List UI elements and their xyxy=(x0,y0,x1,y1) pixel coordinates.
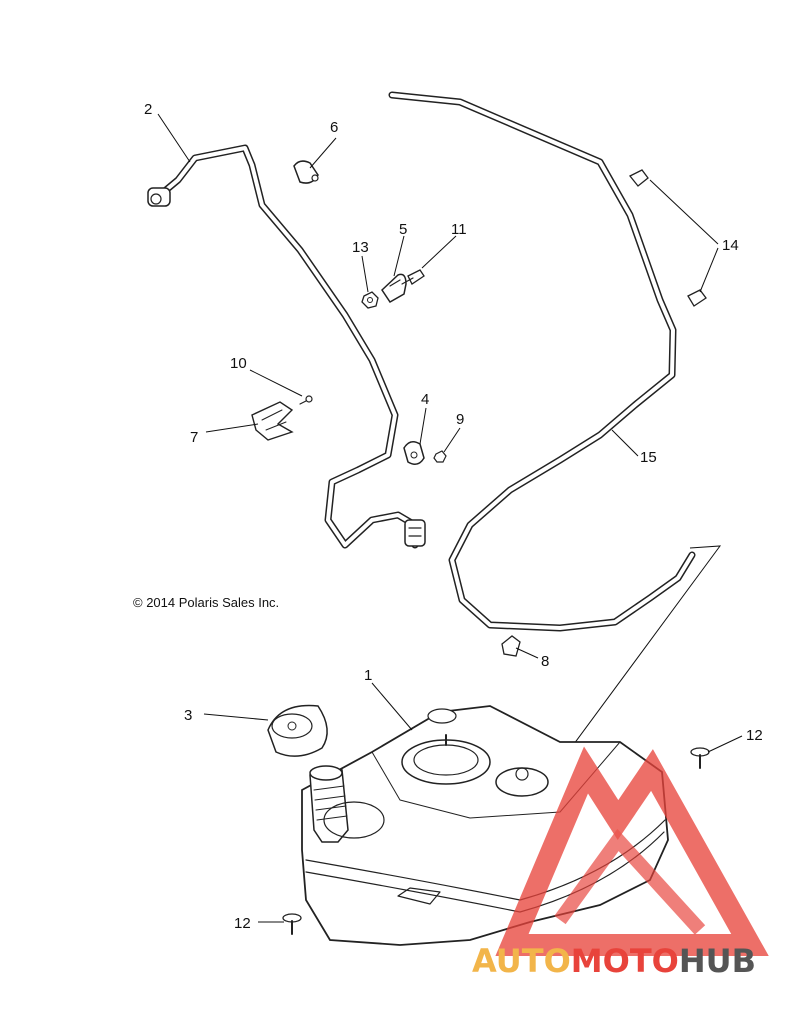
part-2-fuel-line xyxy=(156,144,419,549)
part-5-p-clamp xyxy=(381,273,407,303)
callout-15: 15 xyxy=(640,449,657,466)
callout-5: 5 xyxy=(399,221,407,238)
part-10-screw xyxy=(299,395,313,405)
watermark-part-moto: MOTO xyxy=(571,942,679,980)
watermark-text: AUTOMOTOHUB xyxy=(472,942,756,980)
leader-lines xyxy=(157,113,743,923)
part-4-clamp xyxy=(403,441,425,465)
callout-2: 2 xyxy=(144,101,152,118)
callout-labels: 2 6 5 11 13 14 10 4 9 7 15 © 2014 Polari… xyxy=(133,101,763,932)
callout-14: 14 xyxy=(722,237,739,254)
callout-12-left: 12 xyxy=(234,915,251,932)
callout-12-right: 12 xyxy=(746,727,763,744)
part-2-elbow-connector xyxy=(404,519,426,547)
part-13-nut xyxy=(361,291,379,309)
callout-10: 10 xyxy=(230,355,247,372)
callout-3: 3 xyxy=(184,707,192,724)
watermark-part-auto: AUTO xyxy=(472,942,571,980)
callout-11: 11 xyxy=(451,221,467,238)
callout-13: 13 xyxy=(352,239,369,256)
callout-7: 7 xyxy=(190,429,198,446)
copyright-text: © 2014 Polaris Sales Inc. xyxy=(133,595,279,610)
part-14-clip-lower xyxy=(687,289,707,307)
part-7-hose-clip xyxy=(251,401,294,441)
part-11-bolt xyxy=(401,269,425,285)
part-12-screw-left xyxy=(282,913,302,935)
part-8-clip xyxy=(501,635,521,657)
callout-9: 9 xyxy=(456,411,464,428)
watermark-triangle-icon xyxy=(495,746,769,956)
part-15-vent-hose xyxy=(388,91,696,632)
part-6-clamp xyxy=(293,160,319,184)
part-3-fuel-cap xyxy=(267,704,328,757)
callout-1: 1 xyxy=(364,667,372,684)
callout-4: 4 xyxy=(421,391,429,408)
part-2-quick-connector xyxy=(147,187,171,207)
part-12-screw-right xyxy=(690,747,710,769)
callout-6: 6 xyxy=(330,119,338,136)
callout-8: 8 xyxy=(541,653,549,670)
part-14-clip-upper xyxy=(628,169,649,187)
part-9-nut xyxy=(433,450,447,463)
watermark-logo xyxy=(495,746,769,956)
watermark-part-hub: HUB xyxy=(679,942,756,980)
